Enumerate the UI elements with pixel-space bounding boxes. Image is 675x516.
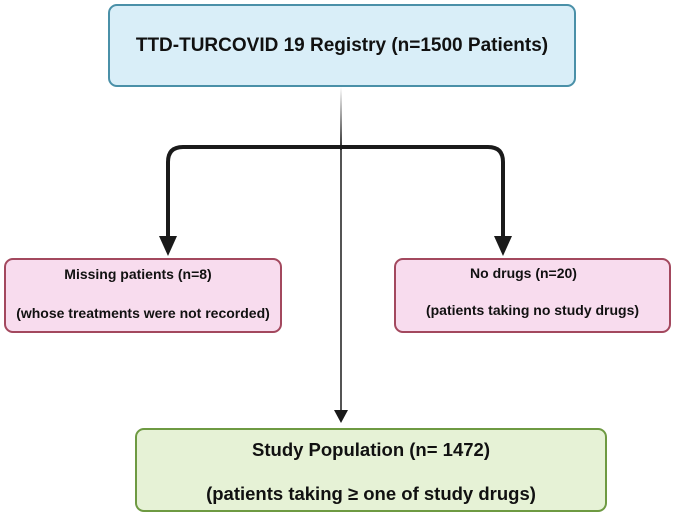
registry-box: TTD-TURCOVID 19 Registry (n=1500 Patient…	[108, 4, 576, 87]
study-population-detail: (patients taking ≥ one of study drugs)	[206, 483, 536, 504]
branch-line	[166, 145, 505, 238]
missing-patients-label: Missing patients (n=8)	[64, 266, 212, 282]
study-population-label: Study Population (n= 1472)	[252, 439, 490, 460]
arrow-to-missing-patients	[159, 236, 177, 256]
no-drugs-detail: (patients taking no study drugs)	[425, 302, 640, 318]
registry-label: TTD-TURCOVID 19 Registry (n=1500 Patient…	[135, 34, 549, 56]
no-drugs-box: No drugs (n=20) (patients taking no stud…	[394, 258, 671, 333]
missing-patients-box: Missing patients (n=8) (whose treatments…	[4, 258, 282, 333]
missing-patients-detail: (whose treatments were not recorded)	[16, 305, 270, 321]
arrow-to-no-drugs	[494, 236, 512, 256]
arrow-to-study-population	[334, 410, 348, 423]
study-population-box: Study Population (n= 1472) (patients tak…	[135, 428, 607, 512]
no-drugs-label: No drugs (n=20)	[470, 265, 577, 281]
